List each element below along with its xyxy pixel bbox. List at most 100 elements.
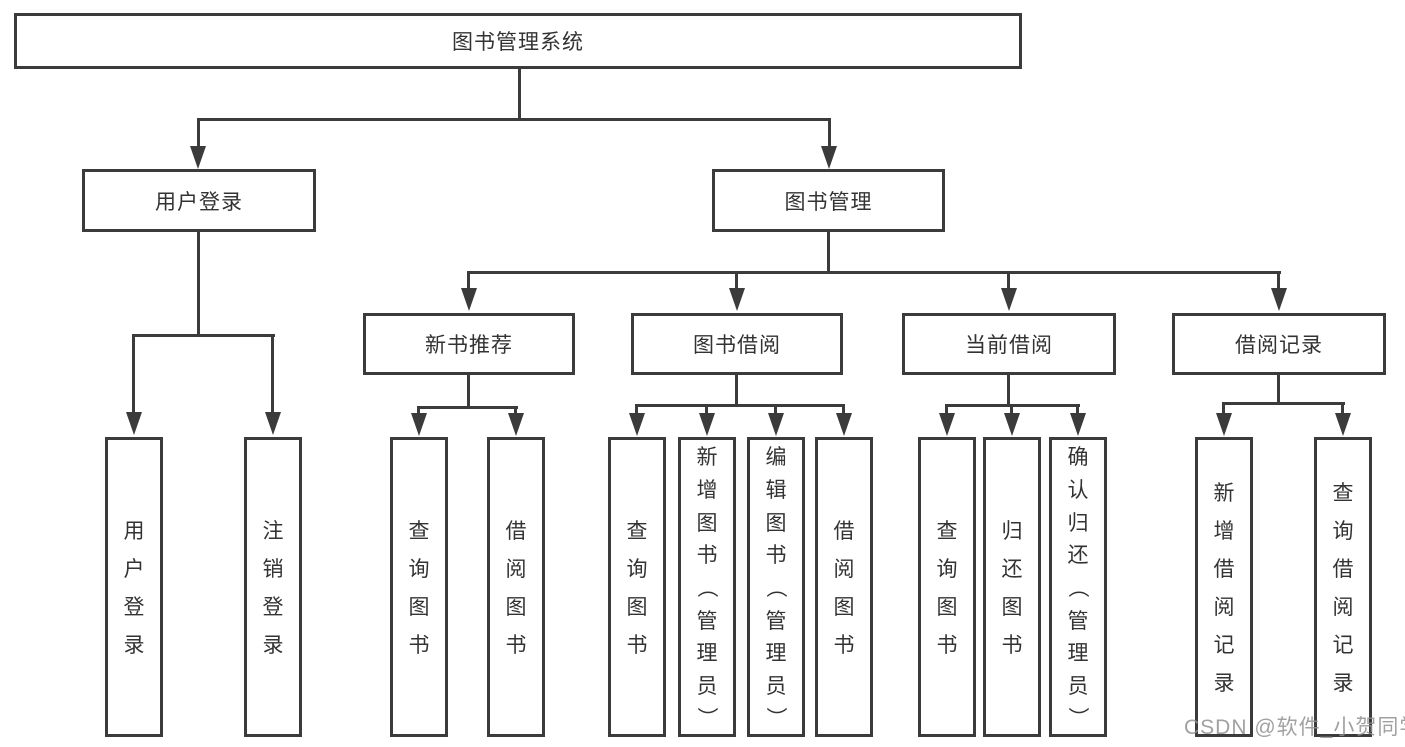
node-leaf-edit-books-admin: 编辑图书（管理员） [747, 437, 805, 737]
node-label-char: 阅 [833, 558, 855, 581]
node-label-char: 询 [626, 558, 648, 581]
node-label-char: 注 [262, 520, 284, 543]
arrowhead-icon [699, 413, 715, 436]
node-leaf-query-books-current: 查询图书 [918, 437, 976, 737]
arrowhead-icon [1271, 288, 1287, 311]
node-book-borrow: 图书借阅 [631, 313, 843, 375]
node-leaf-query-books: 查询图书 [608, 437, 666, 737]
node-label-char: （ [763, 576, 787, 598]
arrowhead-icon [939, 413, 955, 436]
node-leaf-add-borrow-record: 新增借阅记录 [1195, 437, 1253, 737]
connector-line [1007, 375, 1010, 406]
node-label-char: （ [694, 576, 718, 598]
node-label-char: 录 [1332, 672, 1354, 695]
node-label-char: 书 [408, 634, 430, 657]
node-label-char: 还 [1001, 558, 1023, 581]
node-label-char: 记 [1332, 634, 1354, 657]
node-label-char: 询 [1332, 520, 1354, 543]
node-label-char: 借 [1332, 558, 1354, 581]
node-label-char: 认 [1067, 478, 1089, 502]
node-label-char: 员 [696, 675, 718, 699]
connector-line [467, 271, 1281, 274]
connector-line [467, 271, 470, 289]
arrowhead-icon [729, 288, 745, 311]
node-label-char: 图 [696, 511, 718, 535]
node-label-char: 阅 [505, 558, 527, 581]
node-label-char: 录 [1213, 672, 1235, 695]
node-label: 借阅记录 [1235, 334, 1323, 357]
node-label-char: 登 [262, 596, 284, 619]
node-label-char: 确 [1067, 446, 1089, 470]
node-leaf-return-books: 归还图书 [983, 437, 1041, 737]
node-new-book-recommend: 新书推荐 [363, 313, 575, 375]
csdn-watermark: CSDN @软件_小贺同学 [1184, 716, 1405, 739]
node-label-char: 还 [1067, 544, 1089, 568]
connector-line [197, 118, 831, 121]
connector-line [735, 271, 738, 289]
node-label-char: 书 [833, 634, 855, 657]
node-label-char: 图 [765, 511, 787, 535]
node-label-char: 新 [696, 446, 718, 470]
node-user-login: 用户登录 [82, 169, 316, 232]
arrowhead-icon [508, 413, 524, 436]
node-label-char: 书 [1001, 634, 1023, 657]
node-label-char: 图 [833, 596, 855, 619]
node-label-char: 管 [765, 609, 787, 633]
node-label: 新书推荐 [425, 334, 513, 357]
node-leaf-confirm-return-admin: 确认归还（管理员） [1049, 437, 1107, 737]
node-label-char: 阅 [1213, 596, 1235, 619]
node-label-char: （ [1065, 576, 1089, 598]
arrowhead-icon [629, 413, 645, 436]
node-current-borrow: 当前借阅 [902, 313, 1116, 375]
arrowhead-icon [821, 146, 837, 169]
node-label-char: 户 [123, 558, 145, 581]
node-label-char: 编 [765, 446, 787, 470]
arrowhead-icon [461, 288, 477, 311]
node-label-char: 书 [696, 544, 718, 568]
connector-line [945, 404, 948, 415]
node-label-char: 归 [1067, 511, 1089, 535]
connector-line [1222, 402, 1345, 405]
node-label-char: 书 [626, 634, 648, 657]
node-label-char: 书 [505, 634, 527, 657]
arrowhead-icon [1335, 413, 1351, 436]
arrowhead-icon [411, 413, 427, 436]
connector-line [774, 404, 777, 415]
node-label-char: 员 [1067, 675, 1089, 699]
connector-line [842, 404, 845, 415]
node-leaf-borrow-books-recommend: 借阅图书 [487, 437, 545, 737]
node-label-char: 用 [123, 520, 145, 543]
node-leaf-user-login: 用户登录 [105, 437, 163, 737]
node-label-char: 录 [262, 634, 284, 657]
node-label-char: 查 [408, 520, 430, 543]
node-label-char: 增 [696, 478, 718, 502]
arrowhead-icon [836, 413, 852, 436]
connector-line [132, 334, 135, 412]
connector-line [705, 404, 708, 415]
node-label: 图书管理 [784, 190, 873, 214]
connector-line [1010, 404, 1013, 415]
node-label-char: ） [1065, 707, 1089, 729]
node-label-char: 借 [833, 520, 855, 543]
arrowhead-icon [190, 146, 206, 169]
node-label-char: 增 [1213, 520, 1235, 543]
node-label-char: 新 [1213, 482, 1235, 505]
node-book-management: 图书管理 [712, 169, 945, 232]
connector-line [197, 232, 200, 336]
node-label-char: 图 [626, 596, 648, 619]
node-leaf-query-borrow-record: 查询借阅记录 [1314, 437, 1372, 737]
node-label-char: 询 [936, 558, 958, 581]
node-label-char: 员 [765, 675, 787, 699]
node-label-char: 理 [765, 642, 787, 666]
connector-line [1277, 271, 1280, 289]
node-leaf-query-books-recommend: 查询图书 [390, 437, 448, 737]
node-label-char: 图 [1001, 596, 1023, 619]
node-label-char: ） [763, 707, 787, 729]
connector-line [467, 375, 470, 408]
node-label-char: 管 [1067, 609, 1089, 633]
connector-line [1007, 271, 1010, 289]
connector-line [132, 334, 275, 337]
node-label-char: 辑 [765, 478, 787, 502]
node-label: 当前借阅 [965, 334, 1053, 357]
node-label-char: 录 [123, 634, 145, 657]
